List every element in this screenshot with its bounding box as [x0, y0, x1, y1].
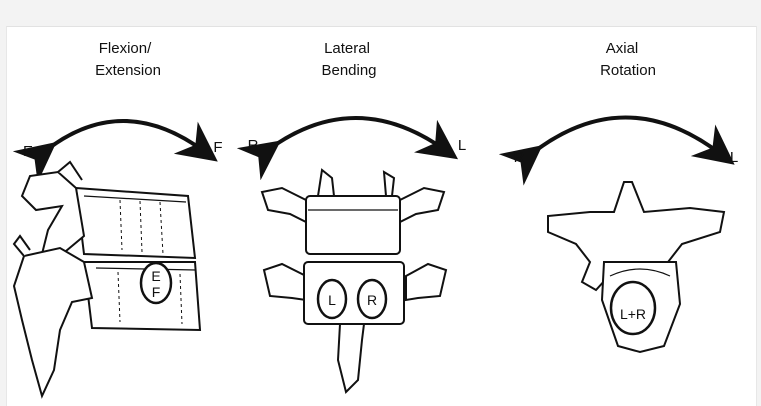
segment-label-bottom: F	[152, 284, 161, 300]
panel-title-line2: Bending	[321, 62, 376, 79]
panel-title-line1: Lateral	[324, 40, 370, 57]
panel-lateral-bending: Lateral Bending R L	[236, 40, 466, 394]
panel-flexion-extension: Flexion/ Extension E F	[12, 40, 223, 399]
disc-segment-marker	[356, 278, 388, 320]
panel-title-line2: Rotation	[600, 62, 656, 79]
disc-segment-marker	[316, 278, 348, 320]
direction-label-left: R	[514, 149, 525, 166]
vertebra-superior-view-illustration	[547, 181, 726, 354]
panel-title-line1: Axial	[606, 40, 639, 57]
segment-label-top: E	[151, 268, 160, 284]
direction-label-right: L	[458, 137, 466, 154]
vertebra-posterior-view-illustration	[260, 168, 448, 394]
disc-segment-marker	[609, 280, 657, 336]
segment-label-right: R	[367, 292, 377, 308]
direction-label-left: R	[248, 137, 259, 154]
disc-segment-marker	[139, 261, 173, 305]
motion-arc-arrow	[12, 119, 218, 183]
segment-label-left: L	[328, 292, 336, 308]
direction-label-right: F	[213, 139, 222, 156]
panel-title-line2: Extension	[95, 62, 161, 79]
motion-arc-arrow	[236, 116, 459, 181]
vertebra-lateral-view-illustration	[12, 160, 202, 399]
direction-label-right: L	[730, 149, 738, 166]
panel-axial-rotation: Axial Rotation R L L+R	[498, 40, 738, 354]
direction-label-left: E	[23, 143, 33, 160]
segment-label-center: L+R	[620, 306, 646, 322]
motion-arc-arrow	[498, 115, 735, 186]
panel-title-line1: Flexion/	[99, 40, 152, 57]
